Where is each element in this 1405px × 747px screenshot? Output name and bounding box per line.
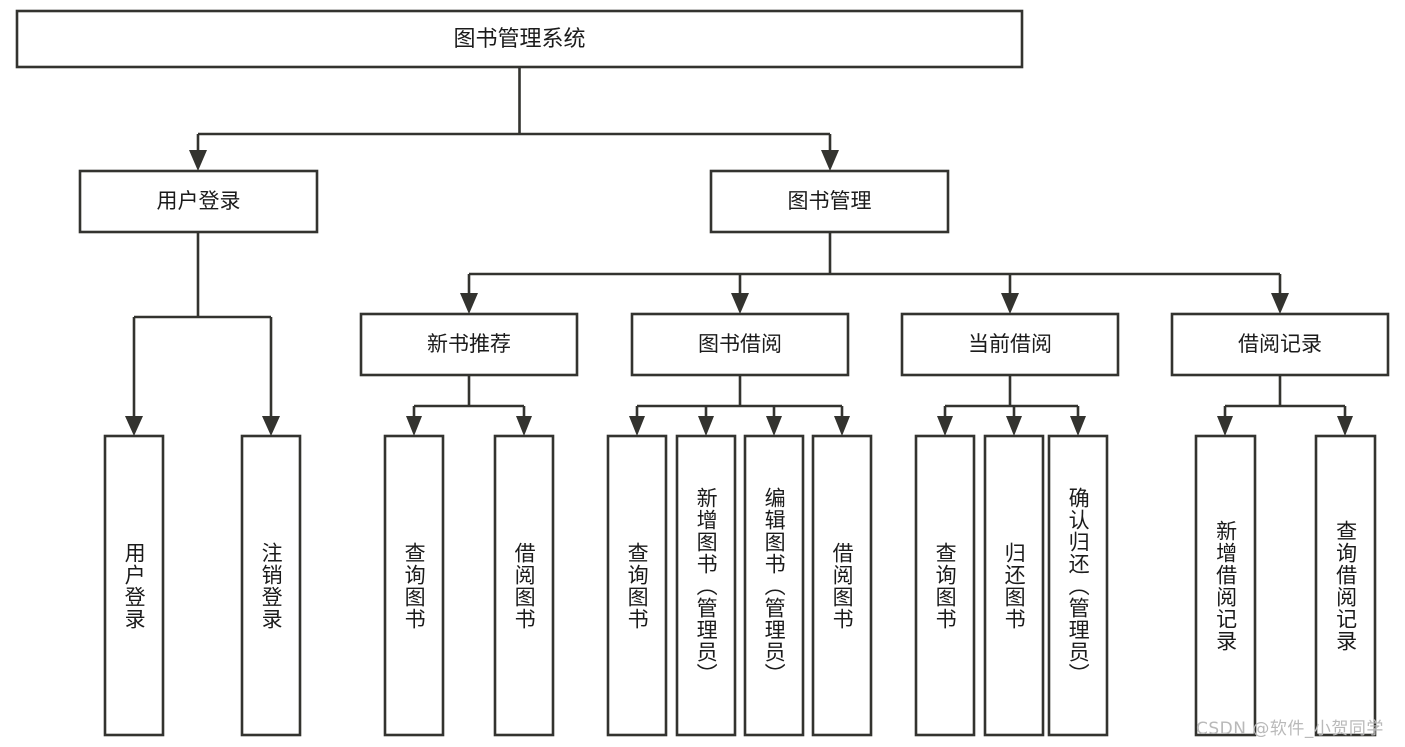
leaf-box-logout[interactable] (240, 434, 302, 737)
leaf-box-bb-edit-book[interactable] (743, 434, 805, 737)
arrow-head-br-query-record (1337, 416, 1353, 436)
connector-group-new-book-to-leaves (406, 375, 532, 436)
node-borrow-record-label: 借阅记录 (1238, 332, 1322, 356)
arrow-head-bb-query-book (629, 416, 645, 436)
connector-group-current-borrow-to-leaves (937, 375, 1086, 436)
arrow-head-nb-borrow-book (516, 416, 532, 436)
arrow-head-cb-return-book (1006, 416, 1022, 436)
node-new-book-recommend-label: 新书推荐 (427, 332, 511, 356)
connector-group-borrow-record-to-leaves (1217, 375, 1353, 436)
leaf-box-user-login[interactable] (103, 434, 165, 737)
node-borrow-record[interactable]: 借阅记录 (1170, 312, 1390, 377)
arrow-head-leaf-logout (262, 416, 280, 436)
arrow-head-bb-edit-book (766, 416, 782, 436)
node-user-login[interactable]: 用户登录 (78, 169, 319, 234)
node-book-manage-label: 图书管理 (788, 189, 872, 213)
connector-group-book-manage-to-level3 (460, 232, 1289, 314)
leaf-group-new-book-recommend (383, 434, 555, 737)
arrow-head-current-borrow (1001, 293, 1019, 314)
arrow-head-bb-add-book (698, 416, 714, 436)
leaf-group-current-borrow (914, 434, 1109, 737)
leaf-box-bb-query-book[interactable] (606, 434, 668, 737)
connector-group-book-borrow-to-leaves (629, 375, 850, 436)
node-root[interactable]: 图书管理系统 (15, 9, 1024, 69)
arrow-head-new-book (460, 293, 478, 314)
node-current-borrow-box[interactable] (900, 312, 1120, 377)
arrow-head-cb-confirm-return (1070, 416, 1086, 436)
arrow-head-leaf-user-login (125, 416, 143, 436)
node-root-label: 图书管理系统 (453, 27, 585, 52)
node-root-box[interactable] (15, 9, 1024, 69)
leaf-box-cb-return-book[interactable] (983, 434, 1045, 737)
leaf-box-br-add-record[interactable] (1194, 434, 1257, 737)
node-book-borrow-box[interactable] (630, 312, 850, 377)
leaf-group-user-login (103, 434, 302, 737)
arrow-head-cb-query-book (937, 416, 953, 436)
node-current-borrow-label: 当前借阅 (968, 332, 1052, 356)
node-book-borrow-label: 图书借阅 (698, 332, 782, 356)
node-new-book-recommend-box[interactable] (359, 312, 579, 377)
leaf-box-cb-confirm-return[interactable] (1047, 434, 1109, 737)
arrow-head-nb-query-book (406, 416, 422, 436)
node-borrow-record-box[interactable] (1170, 312, 1390, 377)
arrow-head-user-login (189, 150, 207, 171)
arrow-head-book-borrow (731, 293, 749, 314)
connector-group-user-login-to-leaves (125, 232, 280, 436)
arrow-head-book-manage (821, 150, 839, 171)
leaf-group-borrow-record (1194, 434, 1377, 737)
arrow-head-borrow-record (1271, 293, 1289, 314)
connector-group-root-to-level2 (189, 67, 839, 171)
arrow-head-br-add-record (1217, 416, 1233, 436)
arrow-head-bb-borrow-book (834, 416, 850, 436)
leaf-box-bb-borrow-book[interactable] (811, 434, 873, 737)
node-new-book-recommend[interactable]: 新书推荐 (359, 312, 579, 377)
node-current-borrow[interactable]: 当前借阅 (900, 312, 1120, 377)
node-user-login-label: 用户登录 (157, 189, 241, 213)
node-book-manage-box[interactable] (709, 169, 950, 234)
leaf-group-book-borrow (606, 434, 873, 737)
leaf-box-nb-borrow-book[interactable] (493, 434, 555, 737)
leaf-box-cb-query-book[interactable] (914, 434, 976, 737)
leaf-box-nb-query-book[interactable] (383, 434, 445, 737)
leaf-box-bb-add-book[interactable] (675, 434, 737, 737)
node-book-manage[interactable]: 图书管理 (709, 169, 950, 234)
node-user-login-box[interactable] (78, 169, 319, 234)
leaf-box-br-query-record[interactable] (1314, 434, 1377, 737)
node-book-borrow[interactable]: 图书借阅 (630, 312, 850, 377)
